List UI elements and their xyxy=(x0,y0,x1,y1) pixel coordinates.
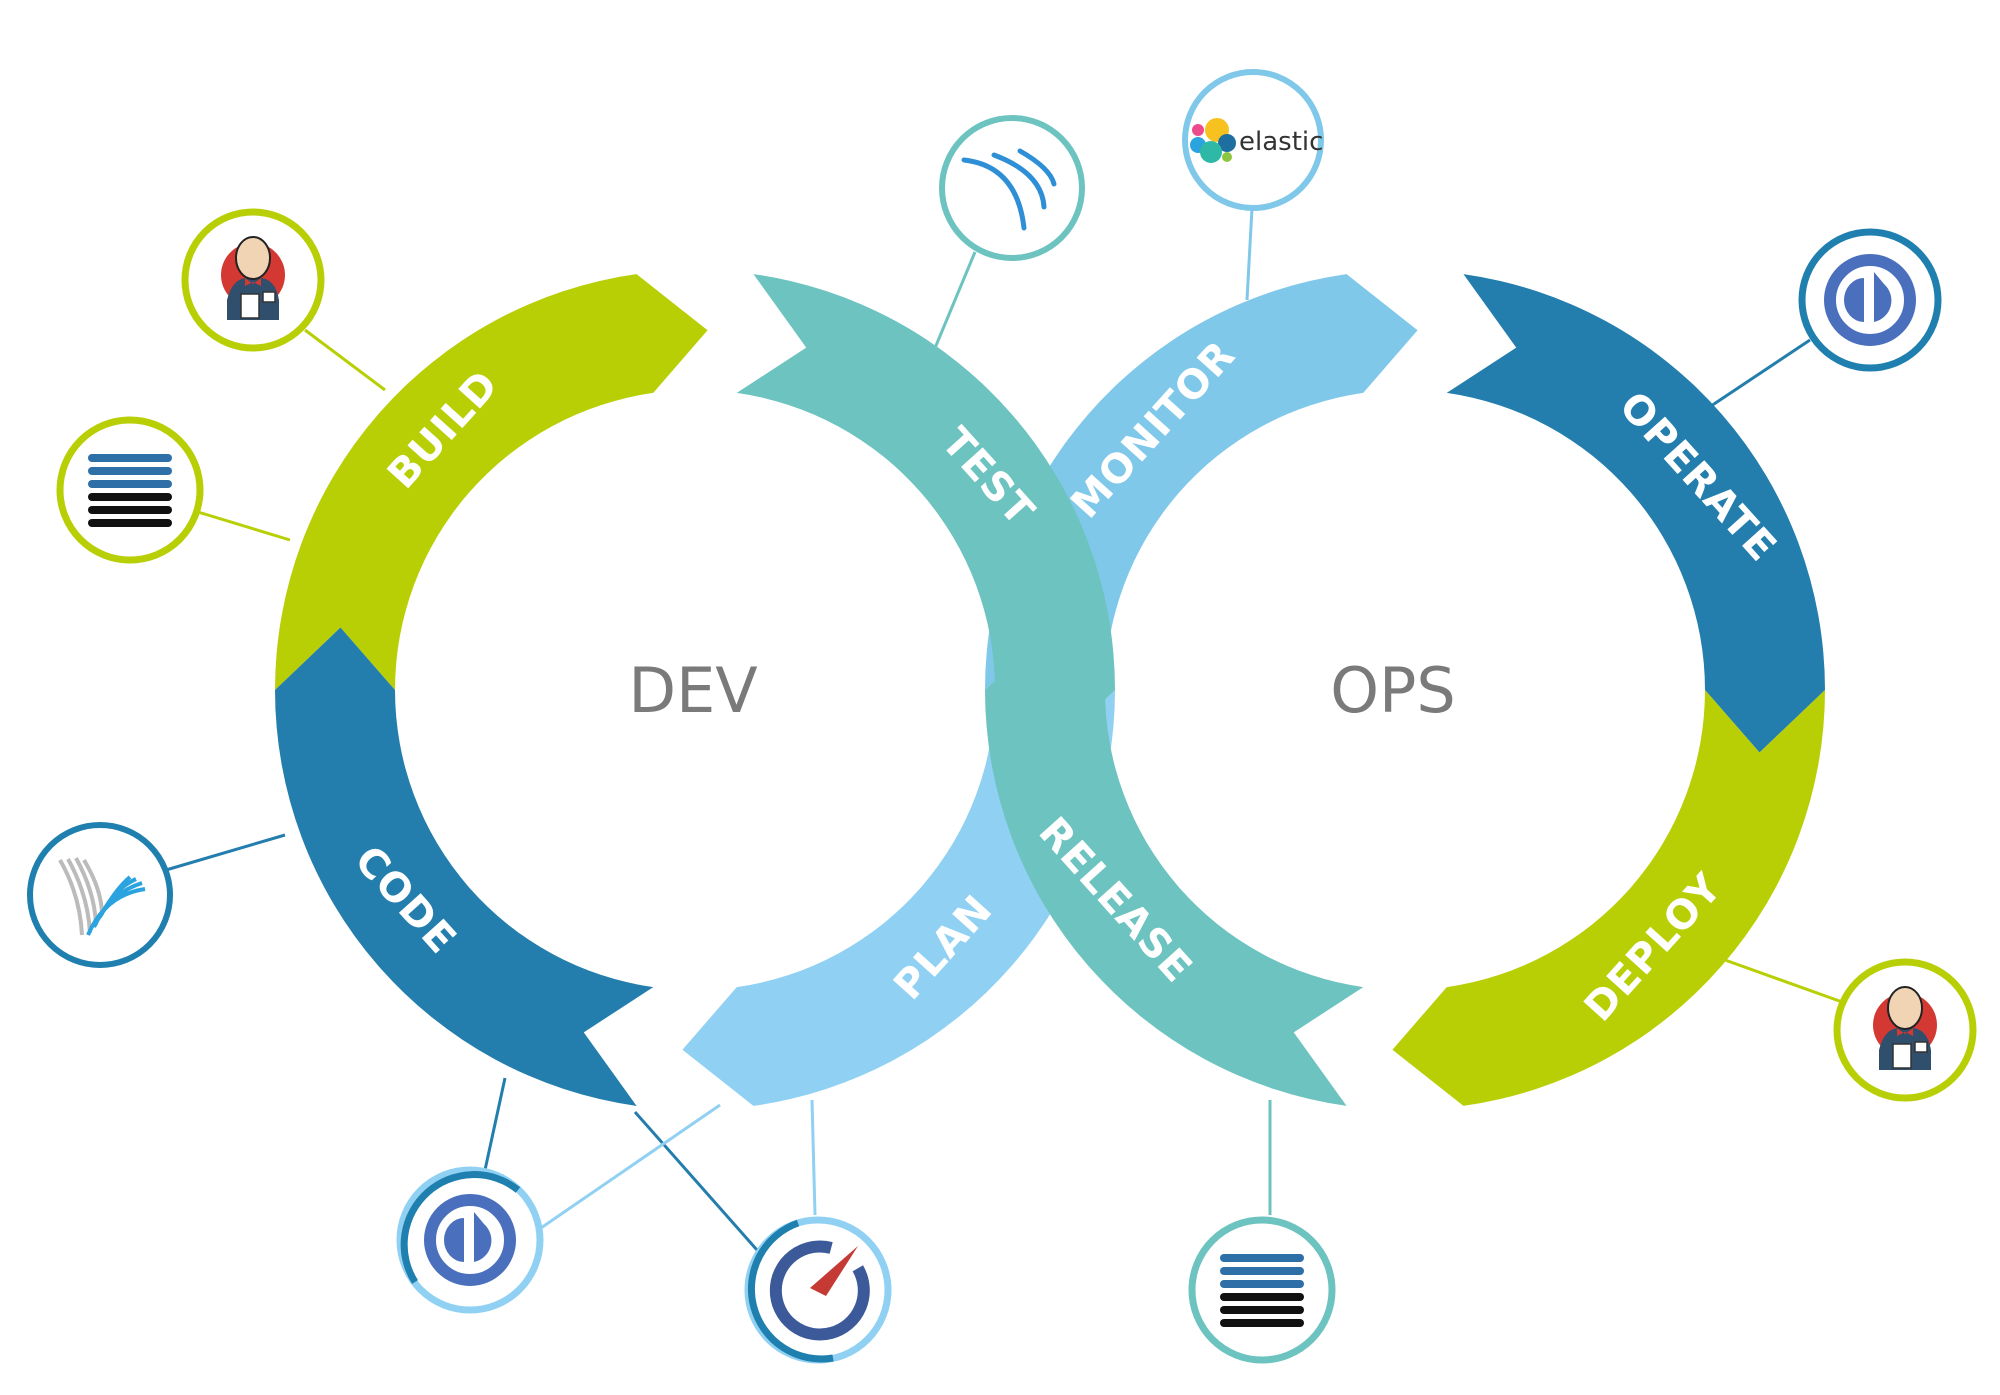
ops-label: OPS xyxy=(1330,654,1456,727)
segment-code[interactable] xyxy=(275,627,654,1106)
connector-lines xyxy=(165,207,1846,1251)
segment-build[interactable] xyxy=(275,274,708,690)
elastic-logo-text: elastic xyxy=(1239,127,1323,157)
gauge-icon xyxy=(769,1240,870,1341)
tool-plan-gauge[interactable] xyxy=(744,1216,892,1364)
tool-jenkins-build[interactable] xyxy=(181,208,325,352)
wing-logo-icon xyxy=(58,857,146,936)
elastic-logo-icon xyxy=(1190,118,1236,163)
connector-stack-build xyxy=(197,510,291,542)
tool-code-plan[interactable] xyxy=(396,1166,544,1314)
connector-plan-tool xyxy=(537,1103,721,1232)
connector-jenkins-deploy xyxy=(1724,958,1846,1005)
connector-test-tool xyxy=(928,251,977,361)
connector-code-gauge xyxy=(633,1111,759,1251)
dev-label: DEV xyxy=(628,654,757,727)
tool-code-wing[interactable] xyxy=(27,822,173,968)
segment-release[interactable] xyxy=(985,627,1364,1106)
connector-elastic xyxy=(1245,207,1254,301)
segment-test[interactable] xyxy=(736,274,1115,753)
tool-elastic[interactable]: elastic xyxy=(1182,69,1324,211)
connector-code-tool xyxy=(483,1077,507,1171)
power-d-logo-icon xyxy=(424,1194,516,1286)
stacked-bars-icon xyxy=(88,454,172,527)
connector-plan-gauge xyxy=(810,1099,817,1216)
stacked-bars-icon xyxy=(1220,1254,1304,1327)
tool-stack-build[interactable] xyxy=(56,416,204,564)
tool-test[interactable] xyxy=(939,115,1085,261)
segment-operate[interactable] xyxy=(1446,274,1825,753)
connector-jenkins-build xyxy=(304,328,386,392)
tool-operate[interactable] xyxy=(1798,228,1942,372)
connector-operate-tool xyxy=(1704,338,1811,412)
jenkins-butler-icon xyxy=(1873,986,1937,1070)
segment-deploy[interactable] xyxy=(1392,690,1825,1106)
tool-release-stack[interactable] xyxy=(1188,1216,1336,1364)
power-d-logo-icon xyxy=(1824,254,1916,346)
stage-segments xyxy=(275,274,1825,1106)
ring-accent xyxy=(747,1219,834,1363)
curved-arcs-icon xyxy=(961,148,1057,231)
jenkins-butler-icon xyxy=(221,236,285,320)
ring-accent xyxy=(400,1171,521,1284)
connector-code-wing xyxy=(165,833,286,872)
tool-jenkins-deploy[interactable] xyxy=(1833,958,1977,1102)
